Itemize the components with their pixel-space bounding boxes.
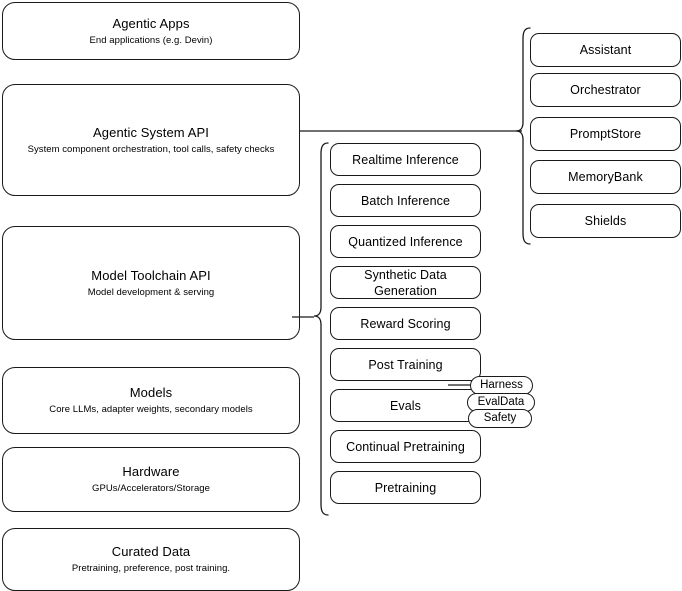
- layer-subtitle: Core LLMs, adapter weights, secondary mo…: [49, 404, 253, 415]
- layer-subtitle: GPUs/Accelerators/Storage: [92, 483, 210, 494]
- capability-box-synthetic-data-generation[interactable]: Synthetic Data Generation: [330, 266, 481, 299]
- capability-box-quantized-inference[interactable]: Quantized Inference: [330, 225, 481, 258]
- capability-label: Realtime Inference: [352, 152, 459, 167]
- capability-label: Reward Scoring: [360, 316, 451, 331]
- layer-title: Agentic Apps: [112, 15, 190, 31]
- eval-tag-safety[interactable]: Safety: [468, 409, 532, 428]
- capability-label: Evals: [389, 398, 422, 413]
- layer-subtitle: System component orchestration, tool cal…: [27, 143, 275, 155]
- capability-box-post-training[interactable]: Post Training: [330, 348, 481, 381]
- capability-label: Continual Pretraining: [346, 439, 465, 454]
- capability-box-evals[interactable]: Evals: [330, 389, 481, 422]
- eval-tag-label: Safety: [483, 412, 517, 424]
- eval-tag-label: Harness: [480, 379, 523, 391]
- layer-box-agentic-system-api[interactable]: Agentic System API System component orch…: [2, 84, 300, 196]
- layer-title: Model Toolchain API: [91, 267, 211, 283]
- layer-title: Hardware: [122, 464, 180, 479]
- layer-subtitle: Model development & serving: [87, 286, 215, 298]
- system-component-box-assistant[interactable]: Assistant: [530, 33, 681, 67]
- layer-box-curated-data[interactable]: Curated Data Pretraining, preference, po…: [2, 528, 300, 591]
- system-component-box-shields[interactable]: Shields: [530, 204, 681, 238]
- layer-subtitle: Pretraining, preference, post training.: [71, 563, 231, 574]
- layer-title: Curated Data: [111, 544, 191, 559]
- capability-box-reward-scoring[interactable]: Reward Scoring: [330, 307, 481, 340]
- layer-title: Models: [129, 385, 173, 400]
- capability-label: Batch Inference: [360, 193, 451, 208]
- system-component-box-orchestrator[interactable]: Orchestrator: [530, 73, 681, 107]
- system-component-label: Shields: [584, 214, 627, 228]
- system-component-box-memorybank[interactable]: MemoryBank: [530, 160, 681, 194]
- capability-box-batch-inference[interactable]: Batch Inference: [330, 184, 481, 217]
- system-component-label: MemoryBank: [568, 170, 643, 184]
- layer-box-hardware[interactable]: Hardware GPUs/Accelerators/Storage: [2, 447, 300, 512]
- layer-title: Agentic System API: [93, 124, 209, 140]
- capability-label: Synthetic Data Generation: [364, 267, 447, 298]
- capability-label: Post Training: [368, 357, 443, 372]
- capability-label: Quantized Inference: [348, 234, 463, 249]
- system-component-label: Assistant: [579, 43, 632, 57]
- system-component-label: Orchestrator: [570, 83, 641, 97]
- connector-line-system-api-to-components: [300, 120, 530, 144]
- capability-box-continual-pretraining[interactable]: Continual Pretraining: [330, 430, 481, 463]
- layer-box-agentic-apps[interactable]: Agentic Apps End applications (e.g. Devi…: [2, 2, 300, 60]
- capability-box-pretraining[interactable]: Pretraining: [330, 471, 481, 504]
- system-component-box-promptstore[interactable]: PromptStore: [530, 117, 681, 151]
- layer-box-models[interactable]: Models Core LLMs, adapter weights, secon…: [2, 367, 300, 434]
- layer-subtitle: End applications (e.g. Devin): [89, 34, 213, 46]
- system-component-label: PromptStore: [569, 127, 642, 141]
- eval-tag-label: EvalData: [477, 396, 525, 408]
- capability-label: Pretraining: [374, 480, 437, 495]
- layer-box-model-toolchain-api[interactable]: Model Toolchain API Model development & …: [2, 226, 300, 340]
- brace-toolchain-capabilities: [308, 141, 332, 519]
- capability-box-realtime-inference[interactable]: Realtime Inference: [330, 143, 481, 176]
